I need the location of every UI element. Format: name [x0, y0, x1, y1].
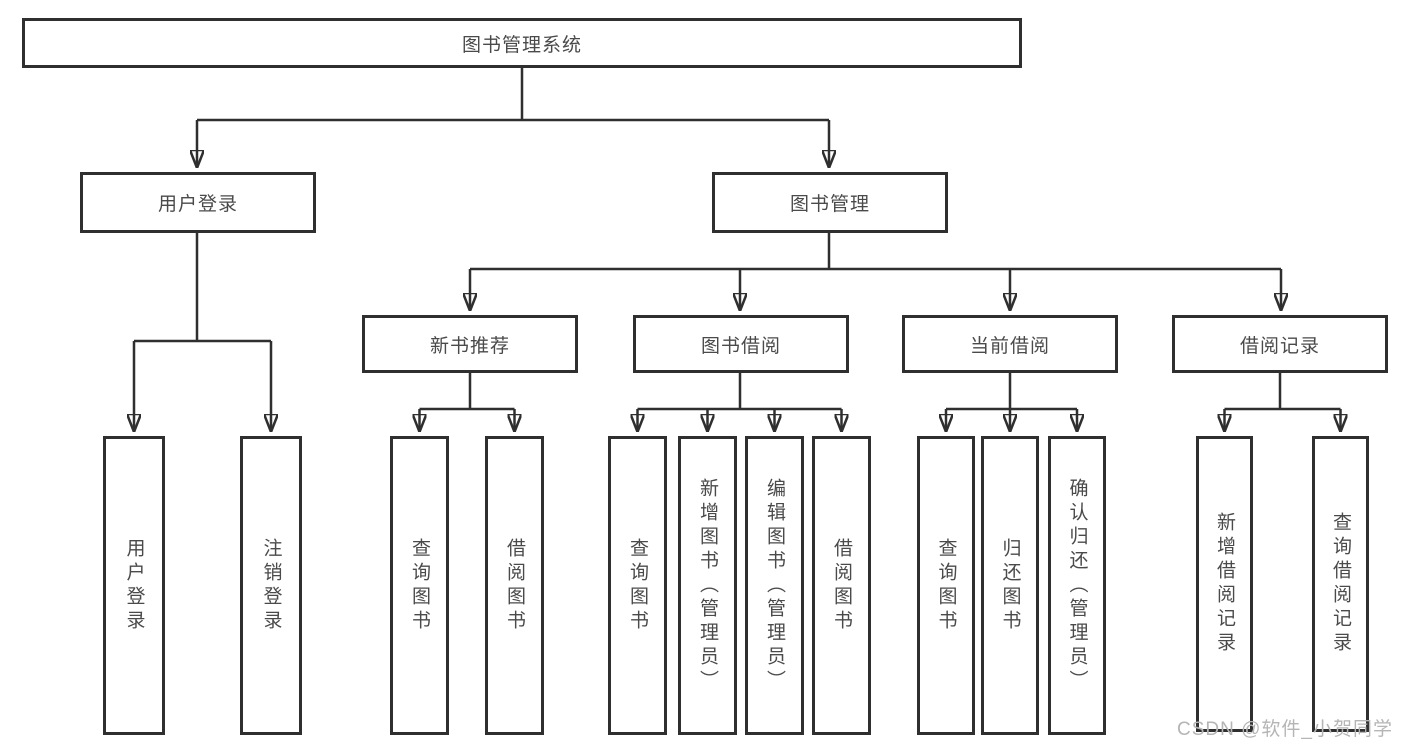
- node-library-management-system: 图书管理系统: [22, 18, 1022, 68]
- connector: [419, 373, 515, 411]
- node-current-query-books: 查询图书: [917, 436, 975, 735]
- node-recommend-query-books: 查询图书: [390, 436, 449, 735]
- node-book-management: 图书管理: [712, 172, 948, 233]
- connector: [197, 68, 829, 122]
- node-new-book-recommend: 新书推荐: [362, 315, 578, 373]
- node-edit-books-admin: 编辑图书（管理员）: [745, 436, 804, 735]
- node-current-borrowing: 当前借阅: [902, 315, 1118, 373]
- node-borrowing-records: 借阅记录: [1172, 315, 1388, 373]
- connector: [134, 233, 271, 343]
- node-confirm-return-admin: 确认归还（管理员）: [1048, 436, 1106, 735]
- node-borrowing-borrow-books: 借阅图书: [812, 436, 871, 735]
- node-return-books: 归还图书: [981, 436, 1039, 735]
- csdn-watermark: CSDN @软件_小贺同学: [1177, 719, 1393, 740]
- node-add-borrow-record: 新增借阅记录: [1196, 436, 1253, 732]
- node-user-login-action: 用户登录: [103, 436, 165, 735]
- connector: [1224, 373, 1341, 411]
- connector: [946, 373, 1077, 411]
- node-borrowing-query-books: 查询图书: [608, 436, 667, 735]
- connector: [470, 233, 1281, 271]
- connector: [637, 373, 842, 411]
- node-user-login: 用户登录: [80, 172, 316, 233]
- node-logout-login: 注销登录: [240, 436, 302, 735]
- node-recommend-borrow-books: 借阅图书: [485, 436, 544, 735]
- node-add-books-admin: 新增图书（管理员）: [678, 436, 737, 735]
- arrow-lines: [134, 120, 1341, 432]
- node-book-borrowing: 图书借阅: [633, 315, 849, 373]
- node-query-borrow-record: 查询借阅记录: [1312, 436, 1369, 732]
